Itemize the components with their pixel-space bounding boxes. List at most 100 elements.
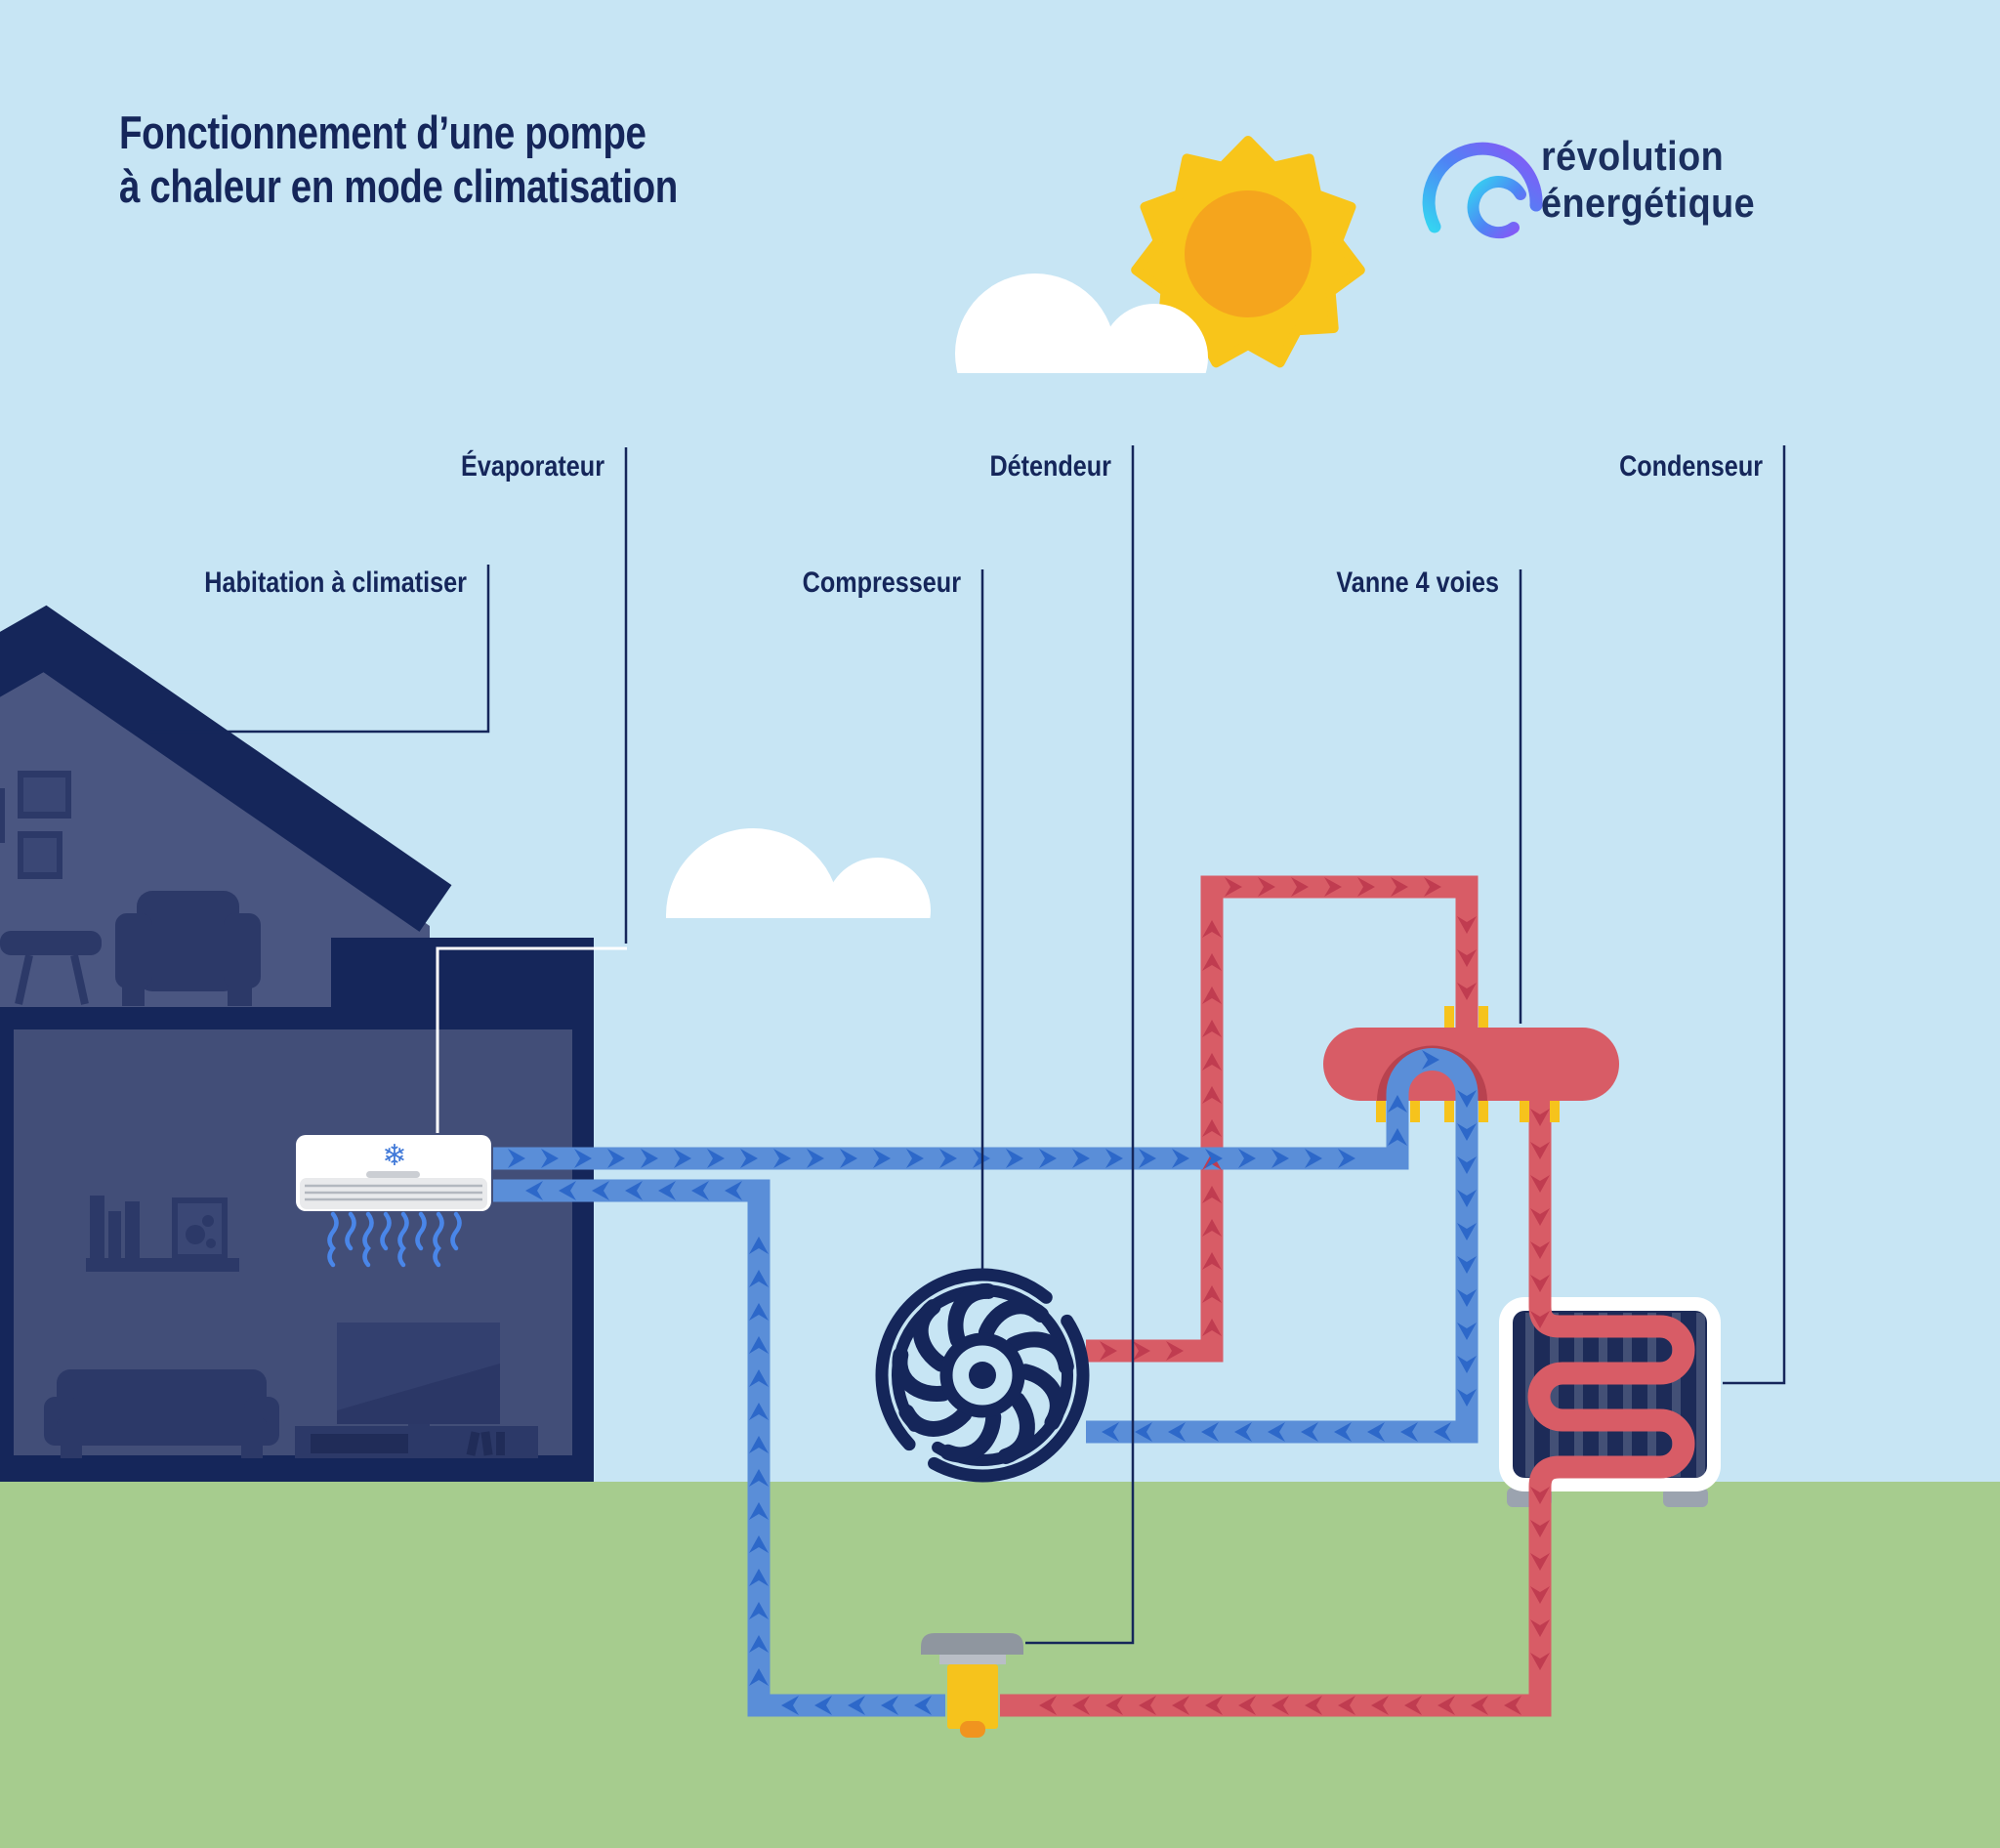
expansion-valve <box>921 1633 1023 1738</box>
flow-arrow <box>749 1237 769 1254</box>
flow-arrow <box>1202 1119 1222 1137</box>
bookshelf <box>86 1196 239 1272</box>
flow-arrow <box>1202 987 1222 1004</box>
flow-arrow <box>807 1149 824 1168</box>
flow-arrow <box>1139 1149 1156 1168</box>
flow-arrow <box>1530 1653 1550 1670</box>
flow-arrow <box>1202 1252 1222 1270</box>
flow-arrow <box>740 1149 758 1168</box>
cold-flow-arrows <box>508 1050 1477 1715</box>
flow-arrow <box>658 1181 676 1200</box>
flow-arrow <box>508 1149 525 1168</box>
flow-arrow <box>1471 1696 1488 1715</box>
flow-arrow <box>1338 1696 1355 1715</box>
hot-pipe-compressor-to-valve <box>1086 875 1479 1363</box>
flow-arrow <box>1530 1208 1550 1226</box>
flow-arrow <box>1201 1422 1219 1442</box>
cloud-icon-large <box>955 273 1208 373</box>
flow-arrow <box>1100 1341 1117 1361</box>
flow-arrow <box>1530 1311 1550 1328</box>
flow-arrow <box>1530 1487 1550 1504</box>
label-compresseur: Compresseur <box>803 566 962 599</box>
flow-arrow <box>1457 1190 1477 1207</box>
flow-arrow <box>749 1469 769 1487</box>
flow-arrow <box>1135 1422 1152 1442</box>
floor-divider <box>0 1007 594 1029</box>
roof <box>0 605 452 932</box>
snowflake-icon: ❄ <box>382 1140 406 1172</box>
flow-arrow <box>707 1149 725 1168</box>
flow-arrow <box>1133 1341 1150 1361</box>
flow-arrow <box>641 1149 658 1168</box>
flow-arrow <box>781 1696 799 1715</box>
flow-arrow <box>840 1149 857 1168</box>
flow-arrow <box>1438 1696 1455 1715</box>
hot-pipe-condenser-coil <box>1000 1035 1695 1717</box>
leader-detendeur <box>1025 445 1135 1645</box>
flow-arrow <box>749 1502 769 1520</box>
sun-icon <box>1131 136 1365 368</box>
flow-arrow <box>1271 1696 1289 1715</box>
flow-arrow <box>1202 1186 1222 1203</box>
brand-name-line2: énergétique <box>1541 181 1755 226</box>
flow-arrow <box>906 1149 924 1168</box>
flow-arrow <box>625 1181 643 1200</box>
flow-arrow <box>1457 949 1477 967</box>
flow-arrow <box>1388 1095 1407 1113</box>
flow-arrow <box>1225 877 1242 897</box>
flow-arrow <box>607 1149 625 1168</box>
flow-arrow <box>1301 1422 1318 1442</box>
upper-floor-interior <box>0 652 430 1008</box>
flow-arrow <box>1072 1149 1090 1168</box>
flow-arrow <box>1202 1319 1222 1336</box>
expansion-valve-cap <box>921 1633 1023 1655</box>
flow-arrow <box>749 1436 769 1453</box>
upper-floor-furniture <box>0 771 261 1006</box>
flow-arrow <box>773 1149 791 1168</box>
flow-arrow <box>1238 1149 1256 1168</box>
indoor-unit-louvers <box>305 1184 482 1201</box>
side-table <box>0 931 102 955</box>
flow-arrow <box>1530 1109 1550 1126</box>
flow-arrow <box>541 1149 559 1168</box>
flow-arrow <box>1457 916 1477 934</box>
flow-arrow <box>1168 1422 1186 1442</box>
flow-arrow <box>1457 983 1477 1000</box>
cold-air-streams <box>327 1211 462 1268</box>
flow-arrow <box>559 1181 576 1200</box>
sofa <box>44 1369 279 1458</box>
flow-arrow <box>1202 1053 1222 1071</box>
house-cutaway <box>0 605 594 1482</box>
indoor-unit-display <box>366 1171 420 1178</box>
flow-arrow <box>1102 1422 1119 1442</box>
right-wall <box>572 938 594 1482</box>
flow-arrow <box>1202 1020 1222 1037</box>
flow-arrow <box>1434 1422 1451 1442</box>
flow-arrow <box>1457 1389 1477 1407</box>
flow-arrow <box>848 1696 865 1715</box>
flow-arrow <box>1338 1149 1355 1168</box>
flow-arrow <box>1457 1223 1477 1240</box>
flow-arrow <box>749 1602 769 1619</box>
flow-arrow <box>1530 1586 1550 1604</box>
flow-arrow <box>1172 1149 1189 1168</box>
flow-arrow <box>1238 1696 1256 1715</box>
flow-arrow <box>1457 1323 1477 1340</box>
flow-arrow <box>1072 1696 1090 1715</box>
flow-arrow <box>1457 1256 1477 1274</box>
tv-and-stand <box>295 1323 538 1458</box>
flow-arrow <box>1324 877 1342 897</box>
leader-condenseur <box>1723 445 1786 1385</box>
flow-arrow <box>1404 1696 1422 1715</box>
flow-arrow <box>1202 1086 1222 1104</box>
flow-arrow <box>1424 877 1441 897</box>
flow-arrow <box>749 1668 769 1686</box>
flow-arrow <box>1202 1219 1222 1237</box>
leader-evaporateur-indoor <box>436 946 627 1133</box>
brand-name-line1: révolution <box>1541 134 1724 179</box>
flow-arrow <box>574 1149 592 1168</box>
flow-arrow <box>1357 877 1375 897</box>
flow-arrow <box>1305 1696 1322 1715</box>
condenser-foot <box>1663 1488 1708 1507</box>
flow-arrow <box>939 1149 957 1168</box>
